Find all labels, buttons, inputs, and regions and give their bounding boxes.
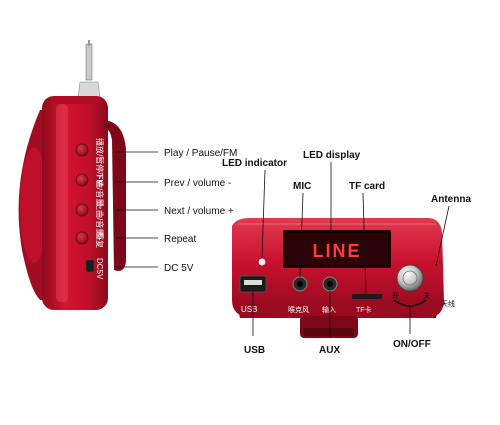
label-repeat: Repeat	[164, 234, 196, 245]
button-cn-play: 播放/暂停/FM	[95, 138, 105, 186]
left-speaker-device	[18, 40, 126, 310]
tf-card-slot[interactable]	[352, 294, 382, 299]
label-prev-volume: Prev / volume -	[164, 178, 231, 189]
label-next-volume: Next / volume +	[164, 206, 234, 217]
led-indicator	[257, 257, 267, 267]
button-cn-prev: 下曲/音量-	[95, 172, 105, 209]
leader-tf-card	[362, 192, 367, 295]
label-usb: USB	[244, 345, 265, 356]
left-button-repeat[interactable]	[75, 231, 89, 245]
label-antenna: Antenna	[431, 194, 471, 205]
left-button-play[interactable]	[75, 143, 89, 157]
label-dc-5v: DC 5V	[164, 263, 194, 274]
panel-usb-text: USB	[241, 305, 257, 314]
leader-mic	[299, 192, 304, 278]
belt-clip	[104, 120, 126, 271]
led-display: LINE	[283, 230, 391, 268]
device-body	[42, 96, 108, 310]
power-knob[interactable]	[396, 264, 424, 292]
panel-aux-cn: 输入	[322, 305, 336, 314]
dc-port	[85, 259, 95, 273]
label-play-pause-fm: Play / Pause/FM	[164, 148, 237, 159]
left-button-prev[interactable]	[75, 173, 89, 187]
leader-antenna	[435, 205, 450, 267]
label-aux: AUX	[319, 345, 340, 356]
label-on-off: ON/OFF	[393, 339, 431, 350]
led-display-text: LINE	[312, 241, 361, 261]
panel-on-cn: 开	[392, 292, 399, 300]
panel-antenna-cn: 天线	[441, 299, 455, 308]
panel-off-cn: 关	[423, 291, 430, 300]
leader-led-indicator	[261, 169, 266, 259]
label-tf-card: TF card	[349, 181, 385, 192]
antenna	[85, 43, 93, 81]
left-button-next[interactable]	[75, 203, 89, 217]
button-cn-repeat: 重复	[95, 232, 105, 248]
panel-tf-text: TF卡	[356, 305, 372, 314]
dc-port-text: DC5V	[95, 258, 104, 280]
label-led-display: LED display	[303, 150, 361, 161]
label-led-indicator: LED indicator	[222, 158, 287, 169]
label-mic: MIC	[293, 181, 311, 192]
button-cn-next: 上曲/音量+	[95, 202, 105, 241]
panel-mic-cn: 喉克风	[288, 305, 309, 314]
